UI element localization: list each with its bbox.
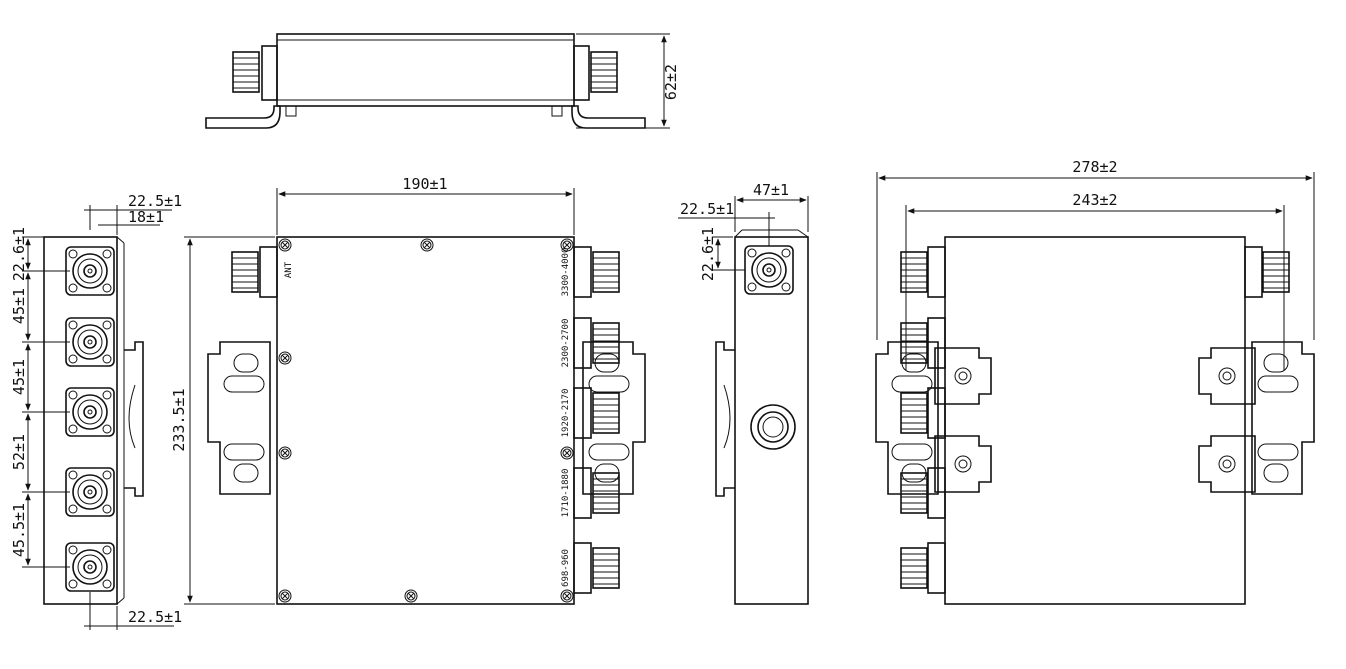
port-label-ant: ANT xyxy=(284,261,294,278)
left-side-view: 22.5±1 18±1 22.6±1 45±1 45±1 52±1 45.5±1… xyxy=(10,192,182,630)
right-side-view: 47±1 22.5±1 22.6±1 xyxy=(678,181,809,605)
flange-offset-dimension: 18±1 xyxy=(128,208,164,226)
port-label-1920-2170: 1920-2170 xyxy=(561,389,571,438)
top-offset-dimension: 22.6±1 xyxy=(10,227,28,281)
pitch-1-dimension: 45±1 xyxy=(10,288,28,324)
conn-offset-dimension: 22.5±1 xyxy=(128,192,182,210)
bottom-offset-dimension: 22.5±1 xyxy=(128,608,182,626)
front-view: ANT 3300-4000 2300-2700 1920-2170 1710-1… xyxy=(170,175,646,605)
pitch-3-dimension: 52±1 xyxy=(10,434,28,470)
front-height-dimension: 233.5±1 xyxy=(170,388,188,451)
port-label-3300-4000: 3300-4000 xyxy=(561,248,571,297)
port-label-2300-2700: 2300-2700 xyxy=(561,319,571,368)
height-dimension: 62±2 xyxy=(662,64,680,100)
width-dimension: 190±1 xyxy=(402,175,447,193)
right-top-offset-dimension: 22.6±1 xyxy=(699,227,717,281)
port-label-1710-1880: 1710-1880 xyxy=(561,469,571,518)
port-label-698-960: 698-960 xyxy=(561,549,571,587)
right-conn-offset-dimension: 22.5±1 xyxy=(680,200,734,218)
top-view: 62±2 xyxy=(205,33,680,129)
hole-spacing-dimension: 243±2 xyxy=(1072,191,1117,209)
rear-view: 278±2 243±2 xyxy=(875,158,1315,605)
overall-width-dimension: 278±2 xyxy=(1072,158,1117,176)
depth-dimension: 47±1 xyxy=(753,181,789,199)
pitch-2-dimension: 45±1 xyxy=(10,359,28,395)
pitch-4-dimension: 45.5±1 xyxy=(10,503,28,557)
